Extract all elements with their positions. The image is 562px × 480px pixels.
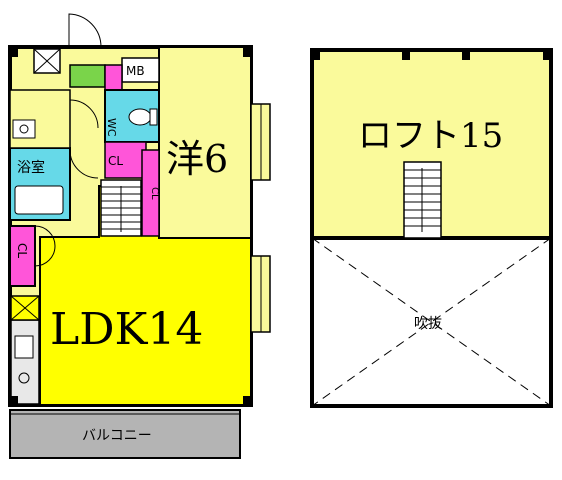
closet-left [9,225,36,287]
label-loft: ロフト15 [358,116,503,156]
washroom [9,89,71,149]
washbasin-icon [12,119,36,139]
meter-box [121,57,160,83]
toilet-icon [128,108,152,126]
label-void: 吹抜 [414,316,442,332]
stove-icon [18,372,30,384]
floor-1: 洋6 LDK14 浴室 WC MB CL CL CL バルコニー [8,13,271,459]
balcony [9,409,241,459]
closet-stair [141,149,160,237]
floor-2: ロフト15 吹抜 [310,48,553,408]
sink-icon [14,335,34,359]
staircase-1f [100,179,142,237]
entrance-genkan [69,64,106,88]
staircase-loft [403,161,442,239]
label-bath: 浴室 [17,159,45,176]
label-ldk: LDK14 [50,304,203,355]
label-western: 洋6 [166,137,228,181]
kitchen-counter [10,319,40,405]
bathtub-icon [14,185,64,215]
label-balcony: バルコニー [82,428,152,444]
label-cl-stair: CL [149,187,160,200]
label-wc: WC [105,118,118,137]
label-cl-left: CL [15,243,29,258]
label-cl-hall: CL [108,154,123,168]
western-room [158,46,252,239]
label-mb: MB [126,64,145,78]
entrance-door [68,13,102,48]
